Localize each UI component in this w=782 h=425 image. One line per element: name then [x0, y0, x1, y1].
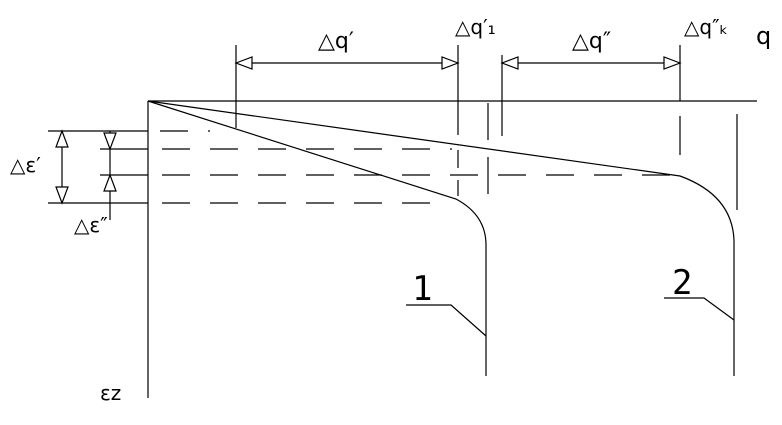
curve-1-leader — [406, 304, 487, 337]
label-ez: εz — [100, 381, 121, 405]
curve-1 — [147, 100, 487, 376]
dim-de1-arrow-bottom — [55, 186, 69, 205]
label-dq1: △q′ — [318, 29, 354, 54]
label-q: q — [756, 22, 771, 50]
label-dqk: △q″ₖ — [684, 15, 728, 39]
curve-2-leader — [664, 297, 735, 321]
dim-dq2-arrow-left — [500, 56, 519, 70]
dim-de1-arrow-top — [55, 129, 69, 148]
label-de2: △ε″ — [74, 213, 108, 237]
dim-dq1-arrow-right — [441, 56, 460, 70]
label-dq2: △q″ — [572, 29, 611, 54]
dim-de2-arrow-bottom — [103, 173, 117, 192]
label-dq1-1: △q′₁ — [455, 15, 496, 39]
dim-de2-arrow-top — [103, 132, 117, 151]
dim-dq1-arrow-left — [234, 56, 253, 70]
label-de1: △ε′ — [10, 153, 41, 177]
curve-2 — [147, 100, 735, 376]
dim-dq2-arrow-right — [663, 56, 682, 70]
label-curve-1: 1 — [412, 269, 432, 309]
label-curve-2: 2 — [672, 263, 692, 303]
